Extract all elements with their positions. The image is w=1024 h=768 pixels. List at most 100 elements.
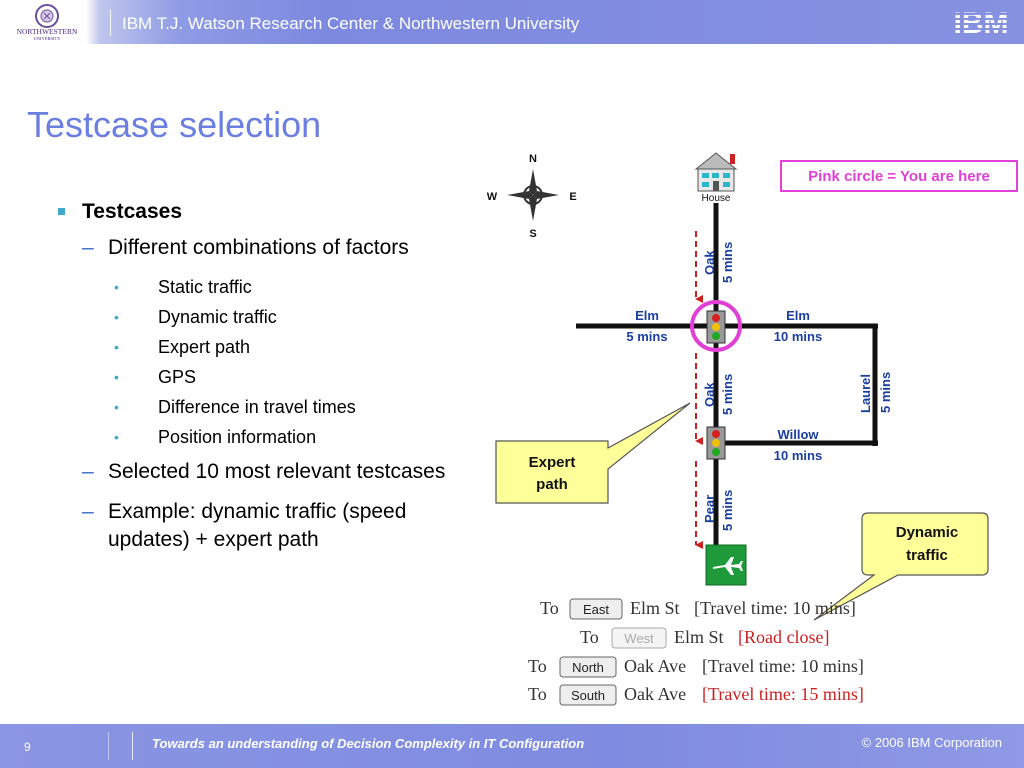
street-label-willow: Willow xyxy=(777,427,819,442)
svg-text:5 mins: 5 mins xyxy=(878,372,893,413)
bullet-testcases-label: Testcases xyxy=(82,200,183,223)
svg-text:To: To xyxy=(528,684,547,704)
north-button[interactable] xyxy=(559,656,617,678)
dash-bullet-icon: – xyxy=(82,236,94,259)
bullet-testcases: Testcases xyxy=(58,200,478,224)
svg-text:To: To xyxy=(528,656,547,676)
bullet-example: – Example: dynamic traffic (speed update… xyxy=(58,498,478,554)
svg-text:[Road close]: [Road close] xyxy=(738,627,829,647)
house-label: House xyxy=(702,193,731,204)
subbullet-item: • Static traffic xyxy=(58,272,478,302)
svg-text:Oak Ave: Oak Ave xyxy=(624,656,686,676)
svg-text:[Travel time: 15 mins]: [Travel time: 15 mins] xyxy=(702,684,864,704)
svg-text:Oak Ave: Oak Ave xyxy=(624,684,686,704)
svg-text:[Travel time: 10 mins]: [Travel time: 10 mins] xyxy=(702,656,864,676)
subbullet-label: GPS xyxy=(158,367,197,387)
footer-divider xyxy=(108,732,109,760)
svg-text:Elm St: Elm St xyxy=(674,627,724,647)
footer-bar: 9 Towards an understanding of Decision C… xyxy=(0,724,1024,768)
footer-title: Towards an understanding of Decision Com… xyxy=(152,736,585,751)
svg-text:West: West xyxy=(624,631,654,646)
bullet-example-label: Example: dynamic traffic (speed updates)… xyxy=(108,500,407,551)
footer-divider xyxy=(132,732,133,760)
slide-title: Testcase selection xyxy=(27,104,322,145)
traffic-light-icon xyxy=(706,426,726,460)
subbullet-label: Difference in travel times xyxy=(158,397,356,417)
street-label-willow-time: 10 mins xyxy=(774,448,822,463)
subbullet-label: Position information xyxy=(158,427,317,447)
svg-text:5 mins: 5 mins xyxy=(720,490,735,531)
svg-text:Pear: Pear xyxy=(702,495,717,523)
subbullet-item: • Expert path xyxy=(58,332,478,362)
street-label-elm-left-time: 5 mins xyxy=(626,329,667,344)
svg-text:To: To xyxy=(540,598,559,618)
svg-text:Oak: Oak xyxy=(702,382,717,407)
house-icon xyxy=(694,152,738,192)
compass-north: N xyxy=(529,153,537,165)
header-title: IBM T.J. Watson Research Center & Northw… xyxy=(122,14,580,33)
svg-text:5 mins: 5 mins xyxy=(720,374,735,415)
svg-text:Laurel: Laurel xyxy=(858,374,873,413)
east-button[interactable] xyxy=(569,598,623,620)
street-label-elm-right-time: 10 mins xyxy=(774,329,822,344)
bullet-selected: – Selected 10 most relevant testcases xyxy=(58,458,478,486)
dot-bullet-icon: • xyxy=(114,339,119,355)
svg-text:5 mins: 5 mins xyxy=(720,242,735,283)
svg-text:South: South xyxy=(571,688,605,703)
dot-bullet-icon: • xyxy=(114,309,119,325)
street-label-elm-right: Elm xyxy=(786,308,810,323)
dash-bullet-icon: – xyxy=(82,500,94,523)
roads xyxy=(576,203,878,550)
airport-icon xyxy=(705,544,747,586)
street-label-laurel: Laurel 5 mins xyxy=(858,372,893,413)
subbullet-label: Static traffic xyxy=(158,277,252,297)
street-label-oak-top: Oak 5 mins xyxy=(702,242,735,283)
bullet-combinations: – Different combinations of factors xyxy=(58,234,478,262)
ibm-logo-text: IBM xyxy=(954,7,1009,38)
expert-callout-text-line1: Expert xyxy=(529,454,576,471)
dynamic-callout-text-line2: traffic xyxy=(906,547,948,564)
svg-text:[Travel time: 10 mins]: [Travel time: 10 mins] xyxy=(694,598,856,618)
square-bullet-icon xyxy=(58,208,65,215)
dot-bullet-icon: • xyxy=(114,399,119,415)
compass-icon: N S W E xyxy=(487,153,577,240)
dot-bullet-icon: • xyxy=(114,369,119,385)
bullet-combinations-label: Different combinations of factors xyxy=(108,236,409,259)
subbullet-item: • GPS xyxy=(58,362,478,392)
subbullet-item: • Difference in travel times xyxy=(58,392,478,422)
direction-row: To West Elm St [Road close] xyxy=(580,627,829,649)
west-button[interactable] xyxy=(611,627,667,649)
expert-callout-text-line2: path xyxy=(536,476,568,493)
you-are-here-marker xyxy=(690,300,742,352)
svg-text:To: To xyxy=(580,627,599,647)
northwestern-logo-text: NORTHWESTERN xyxy=(17,27,78,36)
bullet-list: Testcases – Different combinations of fa… xyxy=(58,200,478,558)
dash-bullet-icon: – xyxy=(82,460,94,483)
traffic-light-icon xyxy=(706,310,726,344)
street-label-pear: Pear 5 mins xyxy=(702,490,735,531)
legend-text: Pink circle = You are here xyxy=(808,168,990,185)
compass-west: W xyxy=(487,191,498,203)
subbullet-item: • Position information xyxy=(58,422,478,452)
header-divider xyxy=(110,10,111,36)
footer-copyright: © 2006 IBM Corporation xyxy=(861,735,1002,750)
northwestern-logo: NORTHWESTERN UNIVERSITY xyxy=(17,4,78,41)
subbullet-label: Expert path xyxy=(158,337,251,357)
direction-row: To East Elm St [Travel time: 10 mins] xyxy=(540,598,856,620)
page-number: 9 xyxy=(24,740,31,754)
dot-bullet-icon: • xyxy=(114,429,119,445)
subbullet-item: •Dynamic traffic xyxy=(58,302,478,332)
bullet-selected-label: Selected 10 most relevant testcases xyxy=(108,460,446,483)
compass-south: S xyxy=(529,228,536,240)
direction-row: To North Oak Ave [Travel time: 10 mins] xyxy=(528,656,864,678)
dynamic-traffic-callout: Dynamic traffic xyxy=(813,512,989,621)
svg-text:Elm St: Elm St xyxy=(630,598,680,618)
header-bar: NORTHWESTERN UNIVERSITY IBM T.J. Watson … xyxy=(0,0,1024,44)
expert-path-callout: Expert path xyxy=(495,402,691,504)
svg-text:Oak: Oak xyxy=(702,250,717,275)
northwestern-logo-subtext: UNIVERSITY xyxy=(34,36,62,41)
south-button[interactable] xyxy=(559,684,617,706)
direction-row: To South Oak Ave [Travel time: 15 mins] xyxy=(528,684,864,706)
dynamic-callout-text-line1: Dynamic xyxy=(896,524,959,541)
dot-bullet-icon: • xyxy=(114,279,119,295)
